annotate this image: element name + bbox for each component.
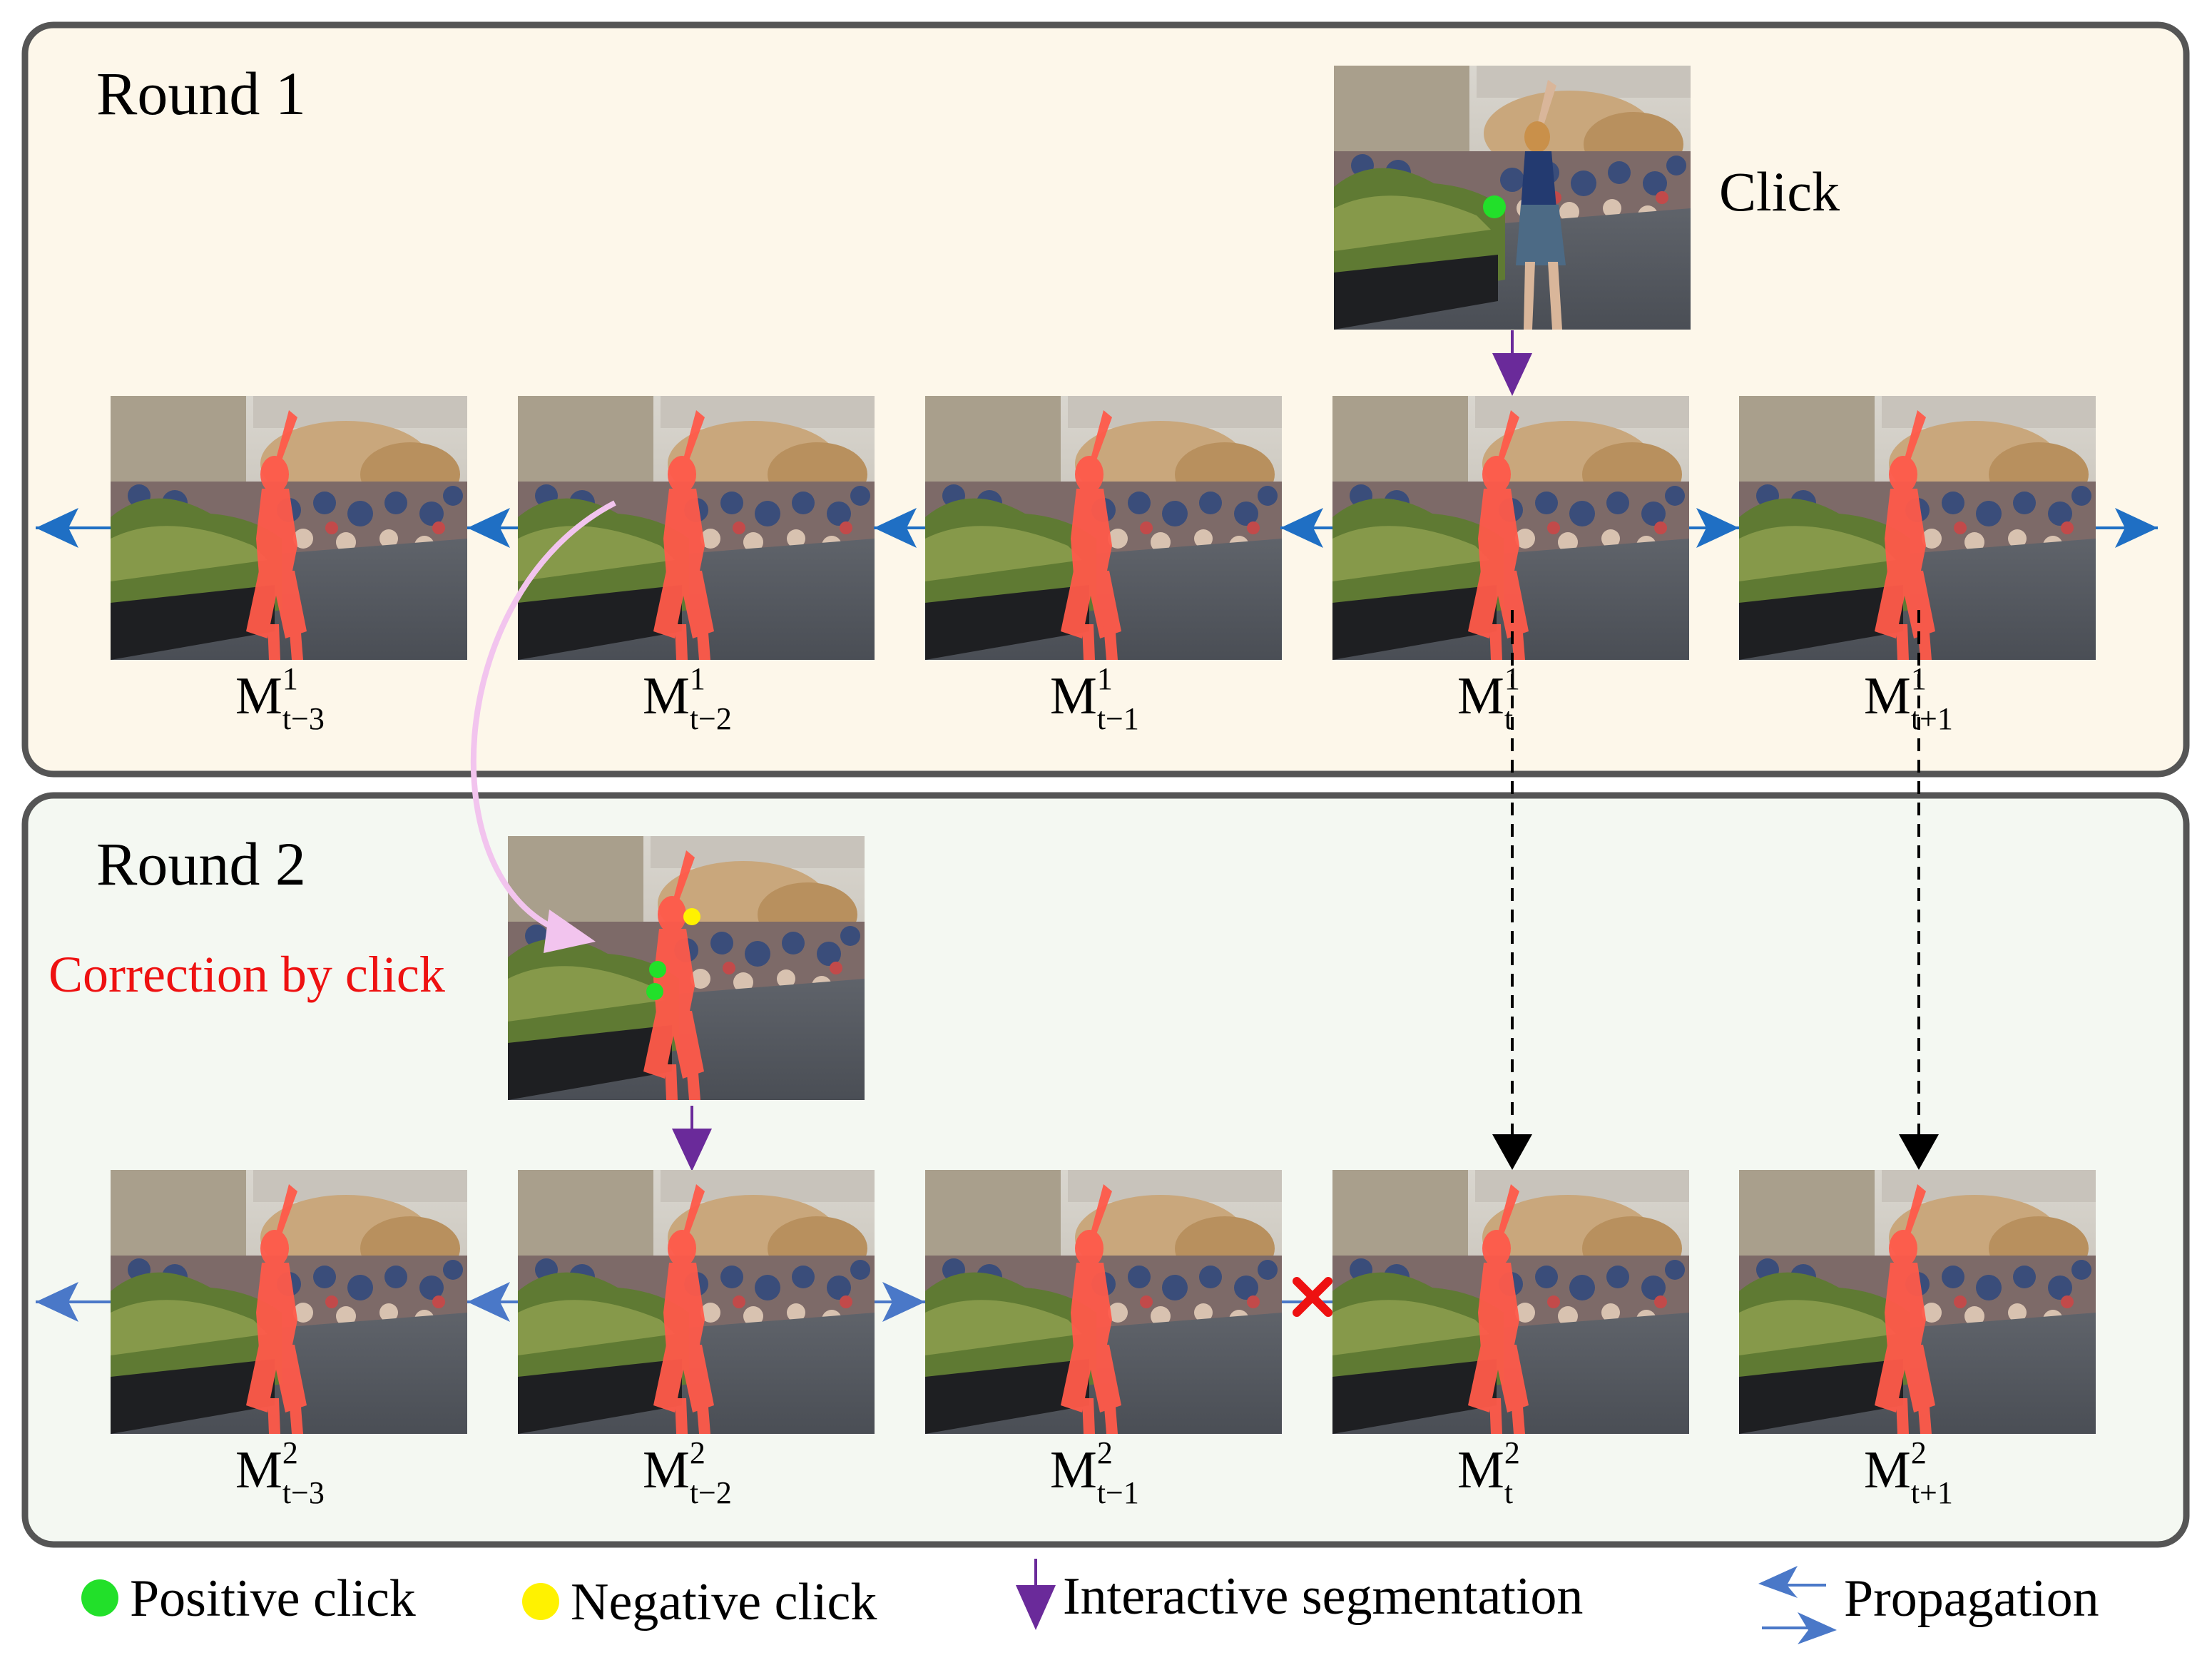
propagation-legend-icon (1758, 1566, 1837, 1644)
click-label: Click (1719, 161, 1840, 223)
positive-click-marker (649, 961, 666, 978)
negative-click-legend-icon (522, 1583, 559, 1620)
positive-click-legend-label: Positive click (130, 1569, 416, 1628)
interactive-segmentation-legend-icon (1016, 1559, 1056, 1630)
propagation-arrow-left (467, 1282, 518, 1322)
interactive-segmentation-legend-label: Interactive segmentation (1063, 1567, 1583, 1626)
positive-click-marker (646, 983, 663, 1000)
negative-click-marker (683, 908, 700, 925)
correction-frame-image (508, 836, 865, 1100)
frame-image (1739, 1170, 2096, 1434)
carry-over-arrow-t (1492, 610, 1532, 1170)
frame-mask-label: M1t+1 (1864, 661, 1953, 736)
propagation-arrow-right (1689, 508, 1739, 548)
frame-image (1332, 1170, 1689, 1434)
frame-image (925, 1170, 1282, 1434)
propagation-arrow-right (2096, 508, 2158, 548)
propagation-arrow-left (467, 508, 518, 548)
propagation-legend-label: Propagation (1844, 1569, 2099, 1628)
frame-image (925, 396, 1282, 660)
correction-label: Correction by click (49, 946, 445, 1003)
round-2-title: Round 2 (96, 830, 306, 898)
propagation-arrow-right (875, 1282, 925, 1322)
carry-over-arrow-t-plus-1 (1899, 610, 1939, 1170)
frame-image (111, 396, 467, 660)
click-frame-image (1334, 66, 1691, 330)
negative-click-legend-label: Negative click (571, 1573, 877, 1631)
frame-image (111, 1170, 467, 1434)
frame-image (518, 396, 875, 660)
round-1-title: Round 1 (96, 59, 306, 128)
propagation-arrow-left (1280, 508, 1332, 548)
correction-curve-arrow (470, 500, 616, 953)
positive-click-legend-icon (81, 1579, 118, 1616)
legend: Positive click Negative click Interactiv… (81, 1559, 2099, 1644)
interactive-segmentation-arrow-round1 (1492, 330, 1532, 396)
positive-click-marker (1483, 195, 1506, 218)
frame-image (518, 1170, 875, 1434)
propagation-arrow-left (36, 508, 111, 548)
propagation-arrow-left (36, 1282, 111, 1322)
round-1-frame-row: M1t−3 M1t−2 M1t−1 M1t M1t+1 (36, 396, 2158, 736)
interactive-segmentation-arrow-round2 (672, 1106, 712, 1171)
propagation-stop-cross (1293, 1277, 1332, 1317)
propagation-arrow-left (874, 508, 925, 548)
frame-mask-label: M1t (1457, 661, 1520, 736)
